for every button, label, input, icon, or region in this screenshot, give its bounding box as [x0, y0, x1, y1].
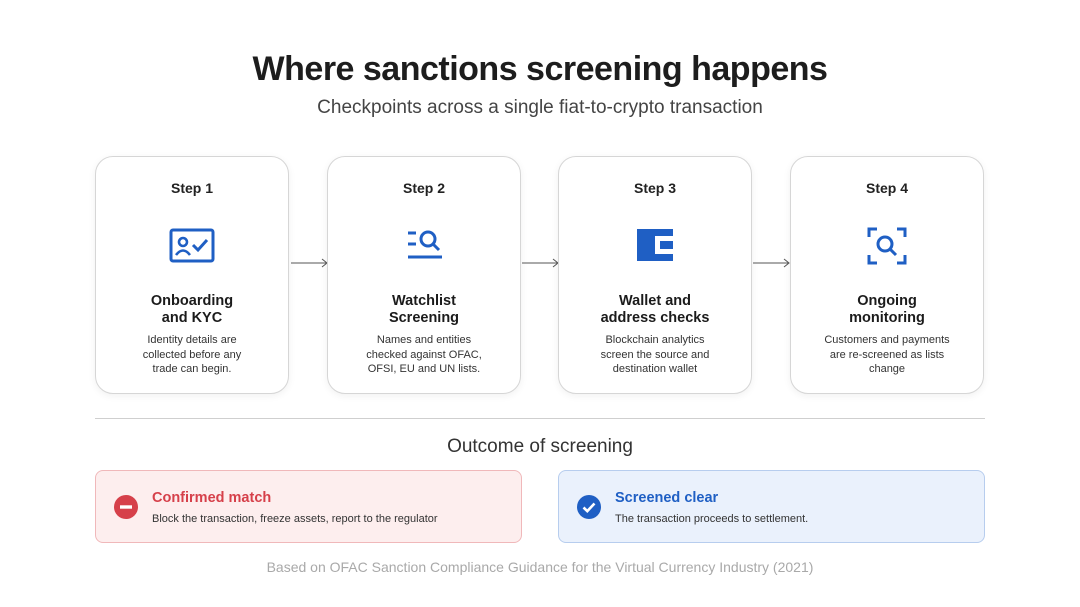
step-title-line: Wallet and	[619, 293, 691, 309]
outcome-title: Screened clear	[615, 490, 719, 506]
step-label: Step 3	[633, 180, 676, 196]
step-label: Step 1	[170, 180, 213, 196]
desc-line: are re-screened as lists	[829, 348, 945, 361]
minus-circle-icon	[114, 495, 138, 519]
outcome-screened-clear: Screened clear The transaction proceeds …	[558, 470, 985, 543]
arrow-right-icon	[753, 258, 790, 268]
desc-line: checked against OFAC,	[366, 348, 482, 361]
step-label: Step 4	[865, 180, 908, 196]
step-title-line: and KYC	[161, 310, 223, 326]
step-card-4: Step 4 Ongoing monitoring Customers and …	[790, 156, 984, 394]
scan-search-icon	[867, 227, 907, 265]
page-subtitle: Checkpoints across a single fiat-to-cryp…	[317, 97, 763, 118]
desc-line: Names and entities	[376, 334, 472, 346]
arrow-right-icon	[522, 258, 559, 268]
outcome-confirmed-match: Confirmed match Block the transaction, f…	[95, 470, 522, 543]
step-title: Watchlist Screening	[336, 293, 512, 327]
step-description: Blockchain analytics screen the source a…	[573, 333, 737, 377]
step-title: Ongoing monitoring	[799, 293, 975, 327]
step-card-3: Step 3 Wallet and address checks Blockch…	[558, 156, 752, 394]
step-card-1: Step 1 Onboarding and KYC Identity detai…	[95, 156, 289, 394]
desc-line: change	[868, 363, 906, 375]
page-title: Where sanctions screening happens	[252, 50, 828, 88]
source-footnote: Based on OFAC Sanction Compliance Guidan…	[266, 559, 814, 575]
id-card-check-icon	[169, 228, 215, 263]
outcome-title: Confirmed match	[152, 490, 272, 506]
step-title-line: Onboarding	[150, 293, 234, 309]
desc-line: Identity details are	[147, 334, 237, 346]
step-title-line: monitoring	[849, 310, 925, 326]
step-title-line: Screening	[388, 310, 460, 326]
arrow-right-icon	[291, 258, 328, 268]
wallet-icon	[637, 229, 673, 261]
desc-line: trade can begin.	[152, 363, 232, 375]
outcome-description: The transaction proceeds to settlement.	[615, 513, 809, 525]
step-title-line: address checks	[600, 310, 710, 326]
desc-line: screen the source and	[600, 348, 710, 361]
step-card-2: Step 2 Watchlist Screening Names and ent…	[327, 156, 521, 394]
check-circle-icon	[577, 495, 601, 519]
section-divider	[95, 418, 985, 419]
step-description: Identity details are collected before an…	[110, 333, 274, 377]
desc-line: destination wallet	[612, 363, 698, 375]
step-title: Onboarding and KYC	[104, 293, 280, 327]
step-label: Step 2	[402, 180, 445, 196]
step-description: Customers and payments are re-screened a…	[805, 333, 969, 377]
list-search-icon	[408, 230, 442, 259]
outcome-description: Block the transaction, freeze assets, re…	[152, 513, 438, 525]
desc-line: collected before any	[142, 348, 242, 361]
step-title-line: Ongoing	[857, 293, 917, 309]
desc-line: Blockchain analytics	[605, 334, 705, 346]
desc-line: OFSI, EU and UN lists.	[367, 363, 481, 375]
step-title: Wallet and address checks	[567, 293, 743, 327]
step-title-line: Watchlist	[392, 293, 456, 309]
outcome-heading: Outcome of screening	[447, 436, 633, 457]
step-description: Names and entities checked against OFAC,…	[342, 333, 506, 377]
steps-row: Step 1 Onboarding and KYC Identity detai…	[95, 156, 985, 396]
desc-line: Customers and payments	[824, 334, 950, 346]
